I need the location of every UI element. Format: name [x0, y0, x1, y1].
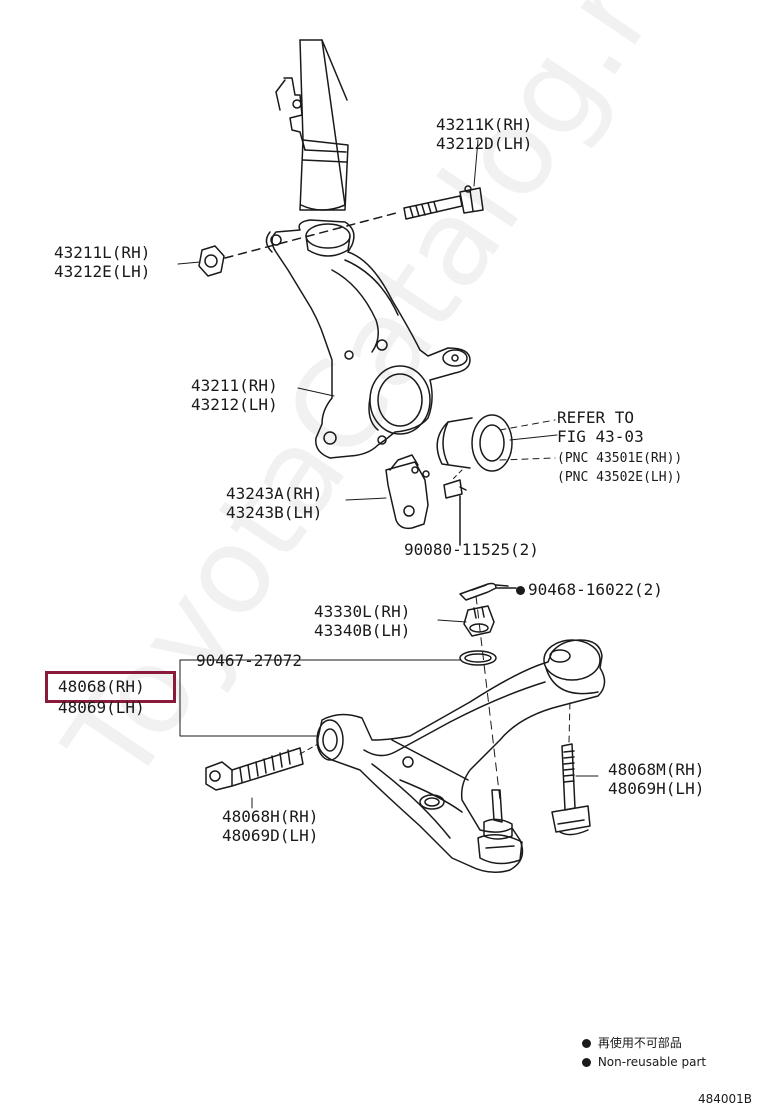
rear-bolt-label-rh: 48068H(RH)	[222, 807, 319, 826]
front-bolt-label-lh: 48069H(LH)	[608, 779, 705, 798]
pin-label-text: 90468-16022(2)	[528, 580, 663, 599]
upper-bolt-label-lh: 43212D(LH)	[436, 134, 533, 153]
non-reusable-bullet-icon	[516, 586, 525, 595]
hub-bearing	[436, 414, 513, 472]
control-arm-label-lh[interactable]: 48069(LH)	[58, 698, 145, 717]
rear-bolt-label-lh: 48069D(LH)	[222, 826, 319, 845]
refer-label-line2: FIG 43-03	[557, 427, 644, 446]
legend-text-jp: 再使用不可部品	[597, 1036, 682, 1050]
bracket-screw	[443, 479, 467, 499]
pin-label: 90468-16022(2)	[516, 580, 663, 599]
retaining-ring	[459, 650, 497, 666]
refer-label-line3: (PNC 43501E(RH))	[557, 451, 683, 466]
screw-label: 90080-11525(2)	[404, 540, 539, 559]
castle-nut-label-rh: 43330L(RH)	[314, 602, 411, 621]
legend-text-en: Non-reusable part	[597, 1055, 707, 1069]
rear-bolt	[205, 747, 304, 791]
refer-label-line4: (PNC 43502E(LH))	[557, 470, 683, 485]
front-bolt-label-rh: 48068M(RH)	[608, 760, 705, 779]
left-nut-label-lh: 43212E(LH)	[54, 262, 151, 281]
legend-line-en: Non-reusable part	[582, 1055, 706, 1069]
upper-bolt-label-rh: 43211K(RH)	[436, 115, 533, 134]
lower-control-arm	[316, 639, 606, 873]
cotter-pin	[459, 582, 509, 601]
legend-bullet-icon	[582, 1039, 591, 1048]
legend-line-jp: 再使用不可部品	[582, 1034, 682, 1051]
bracket-label-rh: 43243A(RH)	[226, 484, 323, 503]
knuckle-label-lh: 43212(LH)	[191, 395, 278, 414]
knuckle-label-rh: 43211(RH)	[191, 376, 278, 395]
legend-bullet-icon	[582, 1058, 591, 1067]
figure-number: 484001B	[697, 1092, 752, 1106]
castle-nut	[463, 605, 495, 637]
castle-nut-label-lh: 43340B(LH)	[314, 621, 411, 640]
ring-label: 90467-27072	[196, 651, 302, 670]
bracket-label-lh: 43243B(LH)	[226, 503, 323, 522]
strut-assembly	[275, 39, 349, 211]
steering-knuckle	[265, 219, 471, 459]
selected-part-highlight	[45, 671, 176, 703]
left-nut	[198, 245, 225, 277]
upper-bolt	[403, 185, 484, 220]
left-nut-label-rh: 43211L(RH)	[54, 243, 151, 262]
control-arm-label-rh[interactable]: 48068(RH)	[58, 677, 145, 696]
knuckle-bracket	[385, 454, 430, 530]
front-bolt	[551, 743, 591, 836]
refer-label-line1: REFER TO	[557, 408, 635, 427]
